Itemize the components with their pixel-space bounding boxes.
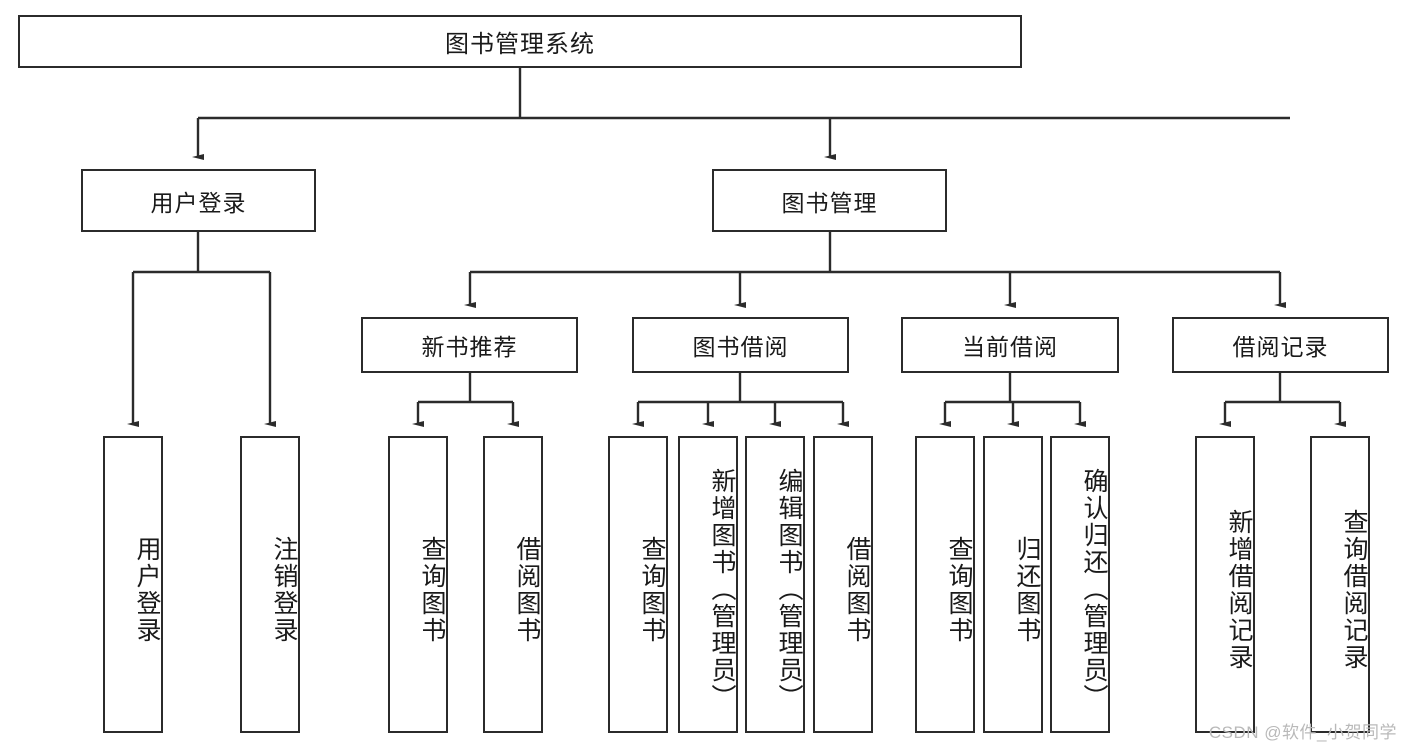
watermark: CSDN @软件_小贺同学 [1208, 723, 1397, 742]
leaf-book-borrow-query-book[interactable]: 查询图书 [608, 436, 668, 733]
leaf-current-borrow-query-book[interactable]: 查询图书 [915, 436, 975, 733]
node-label: 新增图书（管理员） [708, 468, 736, 711]
node-label: 确认归还（管理员） [1080, 468, 1108, 711]
node-label: 图书借阅 [692, 334, 789, 360]
node-label: 用户登录 [150, 189, 247, 216]
node-label: 当前借阅 [962, 334, 1058, 360]
node-current-borrow[interactable]: 当前借阅 [901, 317, 1119, 373]
node-label: 图书管理系统 [445, 31, 595, 58]
node-root-book-management-system[interactable]: 图书管理系统 [18, 15, 1022, 68]
leaf-current-borrow-return-book[interactable]: 归还图书 [983, 436, 1043, 733]
node-label: 新增借阅记录 [1225, 508, 1253, 671]
node-label: 查询图书 [638, 535, 666, 644]
node-book-borrow[interactable]: 图书借阅 [632, 317, 849, 373]
leaf-new-book-borrow-book[interactable]: 借阅图书 [483, 436, 543, 733]
node-label: 查询借阅记录 [1340, 508, 1368, 671]
leaf-borrow-record-add-record[interactable]: 新增借阅记录 [1195, 436, 1255, 733]
node-label: 借阅记录 [1232, 334, 1329, 360]
node-label: 用户登录 [133, 535, 161, 644]
leaf-new-book-query-book[interactable]: 查询图书 [388, 436, 448, 733]
node-label: 借阅图书 [843, 535, 871, 644]
leaf-current-borrow-confirm-return-admin[interactable]: 确认归还（管理员） [1050, 436, 1110, 733]
node-new-book-recommend[interactable]: 新书推荐 [361, 317, 578, 373]
node-label: 归还图书 [1013, 535, 1041, 644]
node-label: 借阅图书 [513, 535, 541, 644]
leaf-user-login-login[interactable]: 用户登录 [103, 436, 163, 733]
leaf-book-borrow-borrow-book[interactable]: 借阅图书 [813, 436, 873, 733]
node-user-login[interactable]: 用户登录 [81, 169, 316, 232]
node-borrow-record[interactable]: 借阅记录 [1172, 317, 1389, 373]
node-label: 查询图书 [945, 535, 973, 644]
node-label: 新书推荐 [421, 334, 518, 360]
node-label: 图书管理 [781, 189, 878, 216]
leaf-book-borrow-edit-book-admin[interactable]: 编辑图书（管理员） [745, 436, 805, 733]
node-label: 编辑图书（管理员） [775, 468, 803, 711]
node-label: 注销登录 [270, 535, 298, 644]
node-book-management[interactable]: 图书管理 [712, 169, 947, 232]
leaf-user-login-logout[interactable]: 注销登录 [240, 436, 300, 733]
leaf-borrow-record-query-record[interactable]: 查询借阅记录 [1310, 436, 1370, 733]
leaf-book-borrow-add-book-admin[interactable]: 新增图书（管理员） [678, 436, 738, 733]
node-label: 查询图书 [418, 535, 446, 644]
